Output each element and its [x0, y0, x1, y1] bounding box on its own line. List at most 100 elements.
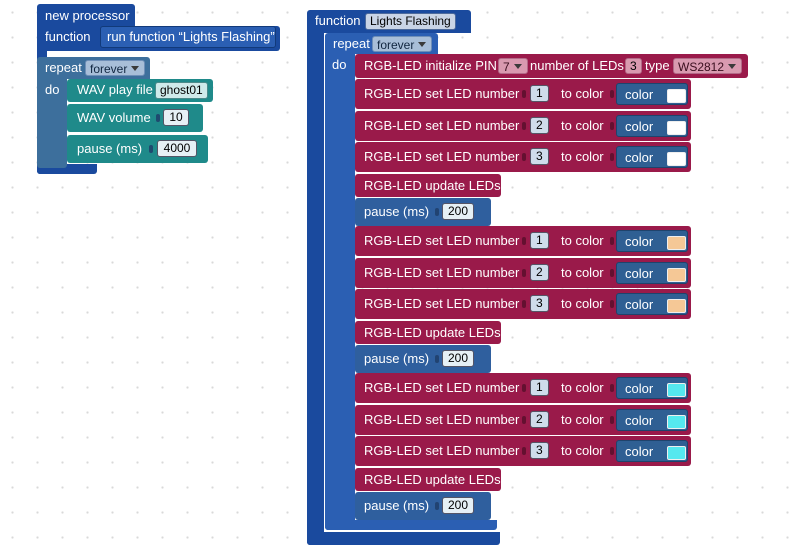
- pause-label: pause (ms): [364, 497, 430, 513]
- color-picker-block[interactable]: color: [616, 408, 688, 431]
- wav-volume-socket: [156, 114, 160, 122]
- color-label: color: [625, 381, 654, 396]
- to-color-label: to color: [561, 233, 604, 248]
- rgb-led-set-block[interactable]: RGB-LED set LED number 2 to color color: [355, 257, 691, 288]
- led-number-socket: [522, 268, 526, 277]
- rgb-led-set-block[interactable]: RGB-LED set LED number 1 to color color: [355, 373, 691, 403]
- rgb-led-set-block[interactable]: RGB-LED set LED number 2 to color color: [355, 404, 691, 435]
- function-label: function: [315, 13, 361, 28]
- processor-pause-field[interactable]: 4000: [157, 140, 197, 157]
- led-number-field[interactable]: 1: [530, 232, 549, 249]
- run-function-block[interactable]: run function “Lights Flashing”: [100, 26, 276, 48]
- rgb-led-set-label: RGB-LED set LED number: [364, 86, 520, 101]
- rgb-led-count-field[interactable]: 3: [625, 58, 642, 74]
- processor-bottom: [37, 164, 97, 174]
- processor-pause-socket: [149, 145, 153, 153]
- color-picker-block[interactable]: color: [616, 230, 688, 252]
- color-picker-block[interactable]: color: [616, 293, 688, 315]
- processor-repeat-dropdown[interactable]: forever: [85, 60, 146, 76]
- rgb-led-set-block[interactable]: RGB-LED set LED number 1 to color color: [355, 226, 691, 256]
- led-number-field[interactable]: 3: [530, 442, 549, 459]
- rgb-led-count-label: number of LEDs: [530, 58, 624, 73]
- color-socket: [610, 90, 614, 98]
- to-color-label: to color: [561, 117, 604, 133]
- color-picker-block[interactable]: color: [616, 377, 688, 399]
- color-picker-block[interactable]: color: [616, 261, 688, 284]
- function-repeat-bottom: [325, 520, 497, 530]
- to-color-label: to color: [561, 86, 604, 101]
- color-picker-block[interactable]: color: [616, 83, 688, 105]
- to-color-label: to color: [561, 264, 604, 280]
- wav-file-field[interactable]: ghost01: [155, 82, 208, 99]
- rgb-led-update-label: RGB-LED update LEDs: [364, 177, 501, 193]
- color-swatch[interactable]: [667, 446, 686, 460]
- color-socket: [610, 384, 614, 392]
- color-swatch[interactable]: [667, 89, 686, 103]
- new-processor-title: new processor: [45, 8, 130, 23]
- rgb-led-set-block[interactable]: RGB-LED set LED number 3 to color color: [355, 436, 691, 466]
- color-swatch[interactable]: [667, 152, 686, 166]
- color-picker-block[interactable]: color: [616, 440, 688, 462]
- function-name-field[interactable]: Lights Flashing: [365, 13, 456, 30]
- pause-field[interactable]: 200: [442, 202, 475, 220]
- color-swatch[interactable]: [667, 414, 686, 429]
- color-label: color: [625, 297, 654, 312]
- rgb-led-update-label: RGB-LED update LEDs: [364, 324, 501, 340]
- led-number-socket: [522, 415, 526, 424]
- color-picker-block[interactable]: color: [616, 146, 688, 168]
- rgb-led-set-label: RGB-LED set LED number: [364, 443, 520, 458]
- color-socket: [610, 121, 614, 130]
- led-number-field[interactable]: 3: [530, 295, 549, 312]
- rgb-led-pin-dropdown[interactable]: 7: [498, 58, 528, 74]
- rgb-led-type-dropdown[interactable]: WS2812: [673, 58, 743, 74]
- wav-volume-field[interactable]: 10: [163, 109, 189, 126]
- processor-repeat-label: repeat: [45, 60, 82, 75]
- color-swatch[interactable]: [667, 236, 686, 250]
- to-color-label: to color: [561, 380, 604, 395]
- led-number-field[interactable]: 1: [530, 85, 549, 102]
- pause-socket: [435, 501, 439, 510]
- rgb-led-set-block[interactable]: RGB-LED set LED number 2 to color color: [355, 110, 691, 141]
- pause-field[interactable]: 200: [442, 496, 475, 514]
- rgb-led-set-block[interactable]: RGB-LED set LED number 1 to color color: [355, 79, 691, 109]
- function-repeat-spine: [325, 54, 355, 530]
- color-swatch[interactable]: [667, 383, 686, 397]
- pause-block[interactable]: pause (ms) 200: [355, 197, 491, 226]
- color-picker-block[interactable]: color: [616, 114, 688, 137]
- led-number-field[interactable]: 2: [530, 263, 549, 281]
- led-number-socket: [522, 447, 526, 455]
- rgb-led-set-label: RGB-LED set LED number: [364, 117, 520, 133]
- rgb-led-set-label: RGB-LED set LED number: [364, 411, 520, 427]
- rgb-led-set-block[interactable]: RGB-LED set LED number 3 to color color: [355, 289, 691, 319]
- led-number-field[interactable]: 3: [530, 148, 549, 165]
- pause-block[interactable]: pause (ms) 200: [355, 344, 491, 373]
- color-label: color: [625, 412, 654, 428]
- color-socket: [610, 447, 614, 455]
- function-repeat-dropdown[interactable]: forever: [372, 36, 433, 52]
- rgb-led-update-block[interactable]: RGB-LED update LEDs: [355, 320, 501, 344]
- to-color-label: to color: [561, 411, 604, 427]
- function-bottom: [307, 532, 500, 545]
- pause-field[interactable]: 200: [442, 349, 475, 367]
- rgb-led-set-block[interactable]: RGB-LED set LED number 3 to color color: [355, 142, 691, 172]
- color-swatch[interactable]: [667, 267, 686, 282]
- wav-play-label: WAV play file: [77, 82, 153, 97]
- to-color-label: to color: [561, 296, 604, 311]
- processor-do-label: do: [45, 82, 60, 97]
- processor-function-label: function: [45, 29, 91, 44]
- rgb-led-set-label: RGB-LED set LED number: [364, 296, 520, 311]
- led-number-socket: [522, 90, 526, 98]
- processor-pause-label: pause (ms): [77, 141, 143, 156]
- pause-block[interactable]: pause (ms) 200: [355, 491, 491, 520]
- color-swatch[interactable]: [667, 299, 686, 313]
- led-number-field[interactable]: 2: [530, 410, 549, 428]
- led-number-field[interactable]: 2: [530, 116, 549, 134]
- led-number-field[interactable]: 1: [530, 379, 549, 396]
- rgb-led-update-block[interactable]: RGB-LED update LEDs: [355, 173, 501, 197]
- new-processor-block[interactable]: new processor: [37, 4, 135, 28]
- color-label: color: [625, 118, 654, 134]
- color-swatch[interactable]: [667, 120, 686, 135]
- rgb-led-update-block[interactable]: RGB-LED update LEDs: [355, 467, 501, 491]
- processor-repeat-spine: [37, 79, 67, 168]
- rgb-led-set-label: RGB-LED set LED number: [364, 380, 520, 395]
